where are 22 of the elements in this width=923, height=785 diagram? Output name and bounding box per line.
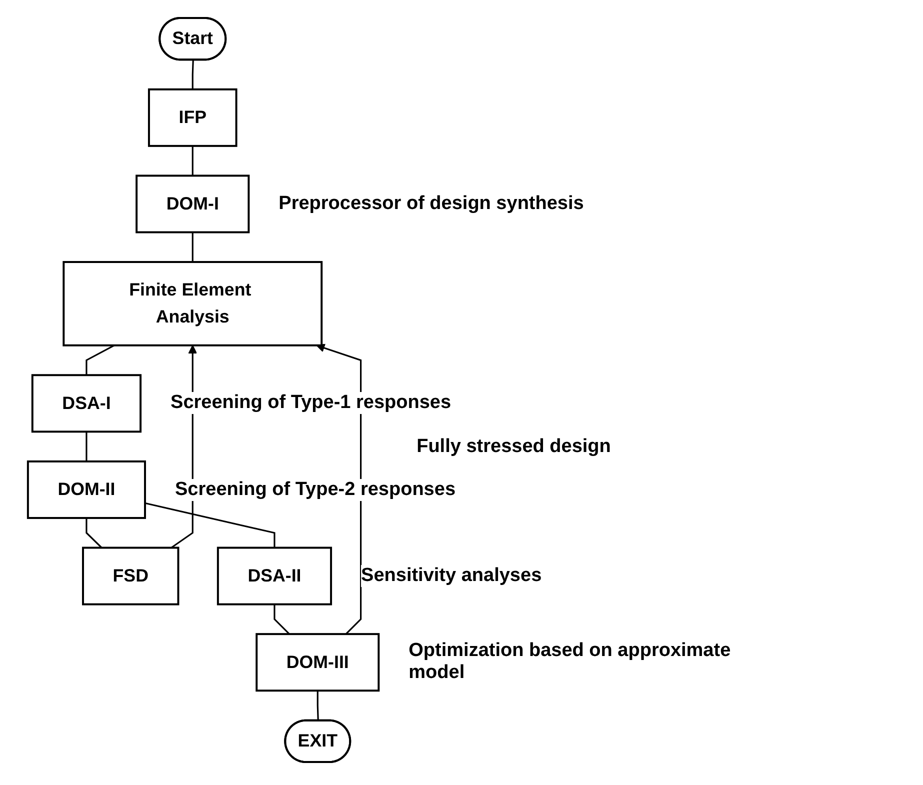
connector [274,604,290,635]
node-box [256,633,380,692]
connector [144,502,276,548]
step-description: Screening of Type-2 responses [175,478,456,501]
node-box [31,374,142,433]
connector [316,690,319,721]
step-description: Sensitivity analyses [361,565,542,588]
step-description: Screening of Type-1 responses [170,392,452,414]
connector [86,518,102,548]
node-box [82,546,180,606]
node-box [216,546,332,606]
connector [86,344,115,376]
step-description: Preprocessor of design synthesis [278,192,584,215]
node-box [26,460,146,519]
node-box [136,174,250,234]
connector [192,146,194,176]
connector [192,60,194,90]
node-box [62,261,323,346]
connector [192,232,194,262]
connector [86,432,88,462]
node-box [148,88,238,147]
note-text: Fully stressed design [416,436,611,458]
